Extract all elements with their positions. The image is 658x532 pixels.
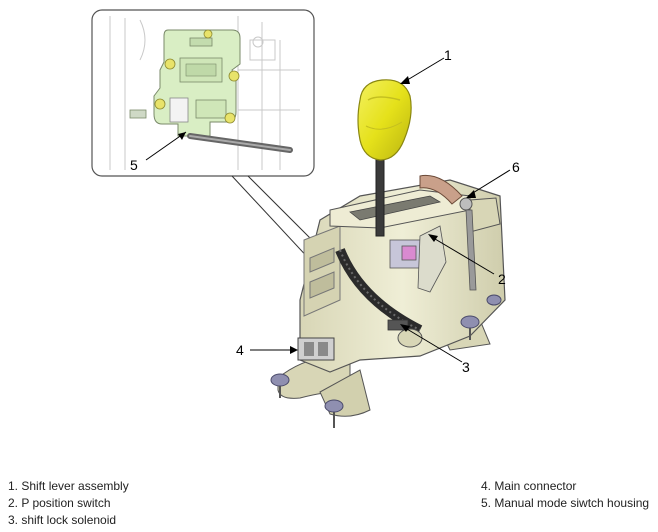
shift-knob (357, 79, 412, 161)
callout-3-group: 3 (400, 324, 470, 375)
legend-left-column: 1. Shift lever assembly 2. P position sw… (8, 478, 129, 529)
callout-4-group: 4 (236, 342, 298, 358)
inset-bolts (154, 29, 240, 124)
callout-2-group: 2 (428, 234, 506, 287)
legend-item-2: 2. P position switch (8, 496, 111, 510)
shift-lever-exploded-diagram: 5 (91, 9, 520, 428)
callout-1: 1 (444, 47, 452, 63)
shift-lever-assembly-illustration (270, 79, 506, 428)
manual-mode-switch-housing-inset (153, 29, 241, 137)
legend-item-5: 5. Manual mode siwtch housing (481, 496, 650, 510)
inset-callout-5: 5 (130, 157, 138, 173)
legend-item-1: 1. Shift lever assembly (8, 479, 129, 493)
callout-4: 4 (236, 342, 244, 358)
inset-connector-line-right (231, 175, 313, 263)
legend-right-column: 4. Main connector 5. Manual mode siwtch … (481, 478, 649, 512)
mounting-bolts (270, 294, 502, 413)
callout-3: 3 (462, 359, 470, 375)
legend-item-4: 4. Main connector (481, 479, 577, 493)
inset-detail-view: 5 (91, 9, 315, 177)
callout-6: 6 (512, 159, 520, 175)
callout-6-group: 6 (466, 159, 520, 198)
legend-item-3: 3. shift lock solenoid (8, 513, 117, 527)
callout-1-group: 1 (400, 47, 452, 84)
callout-2: 2 (498, 271, 506, 287)
